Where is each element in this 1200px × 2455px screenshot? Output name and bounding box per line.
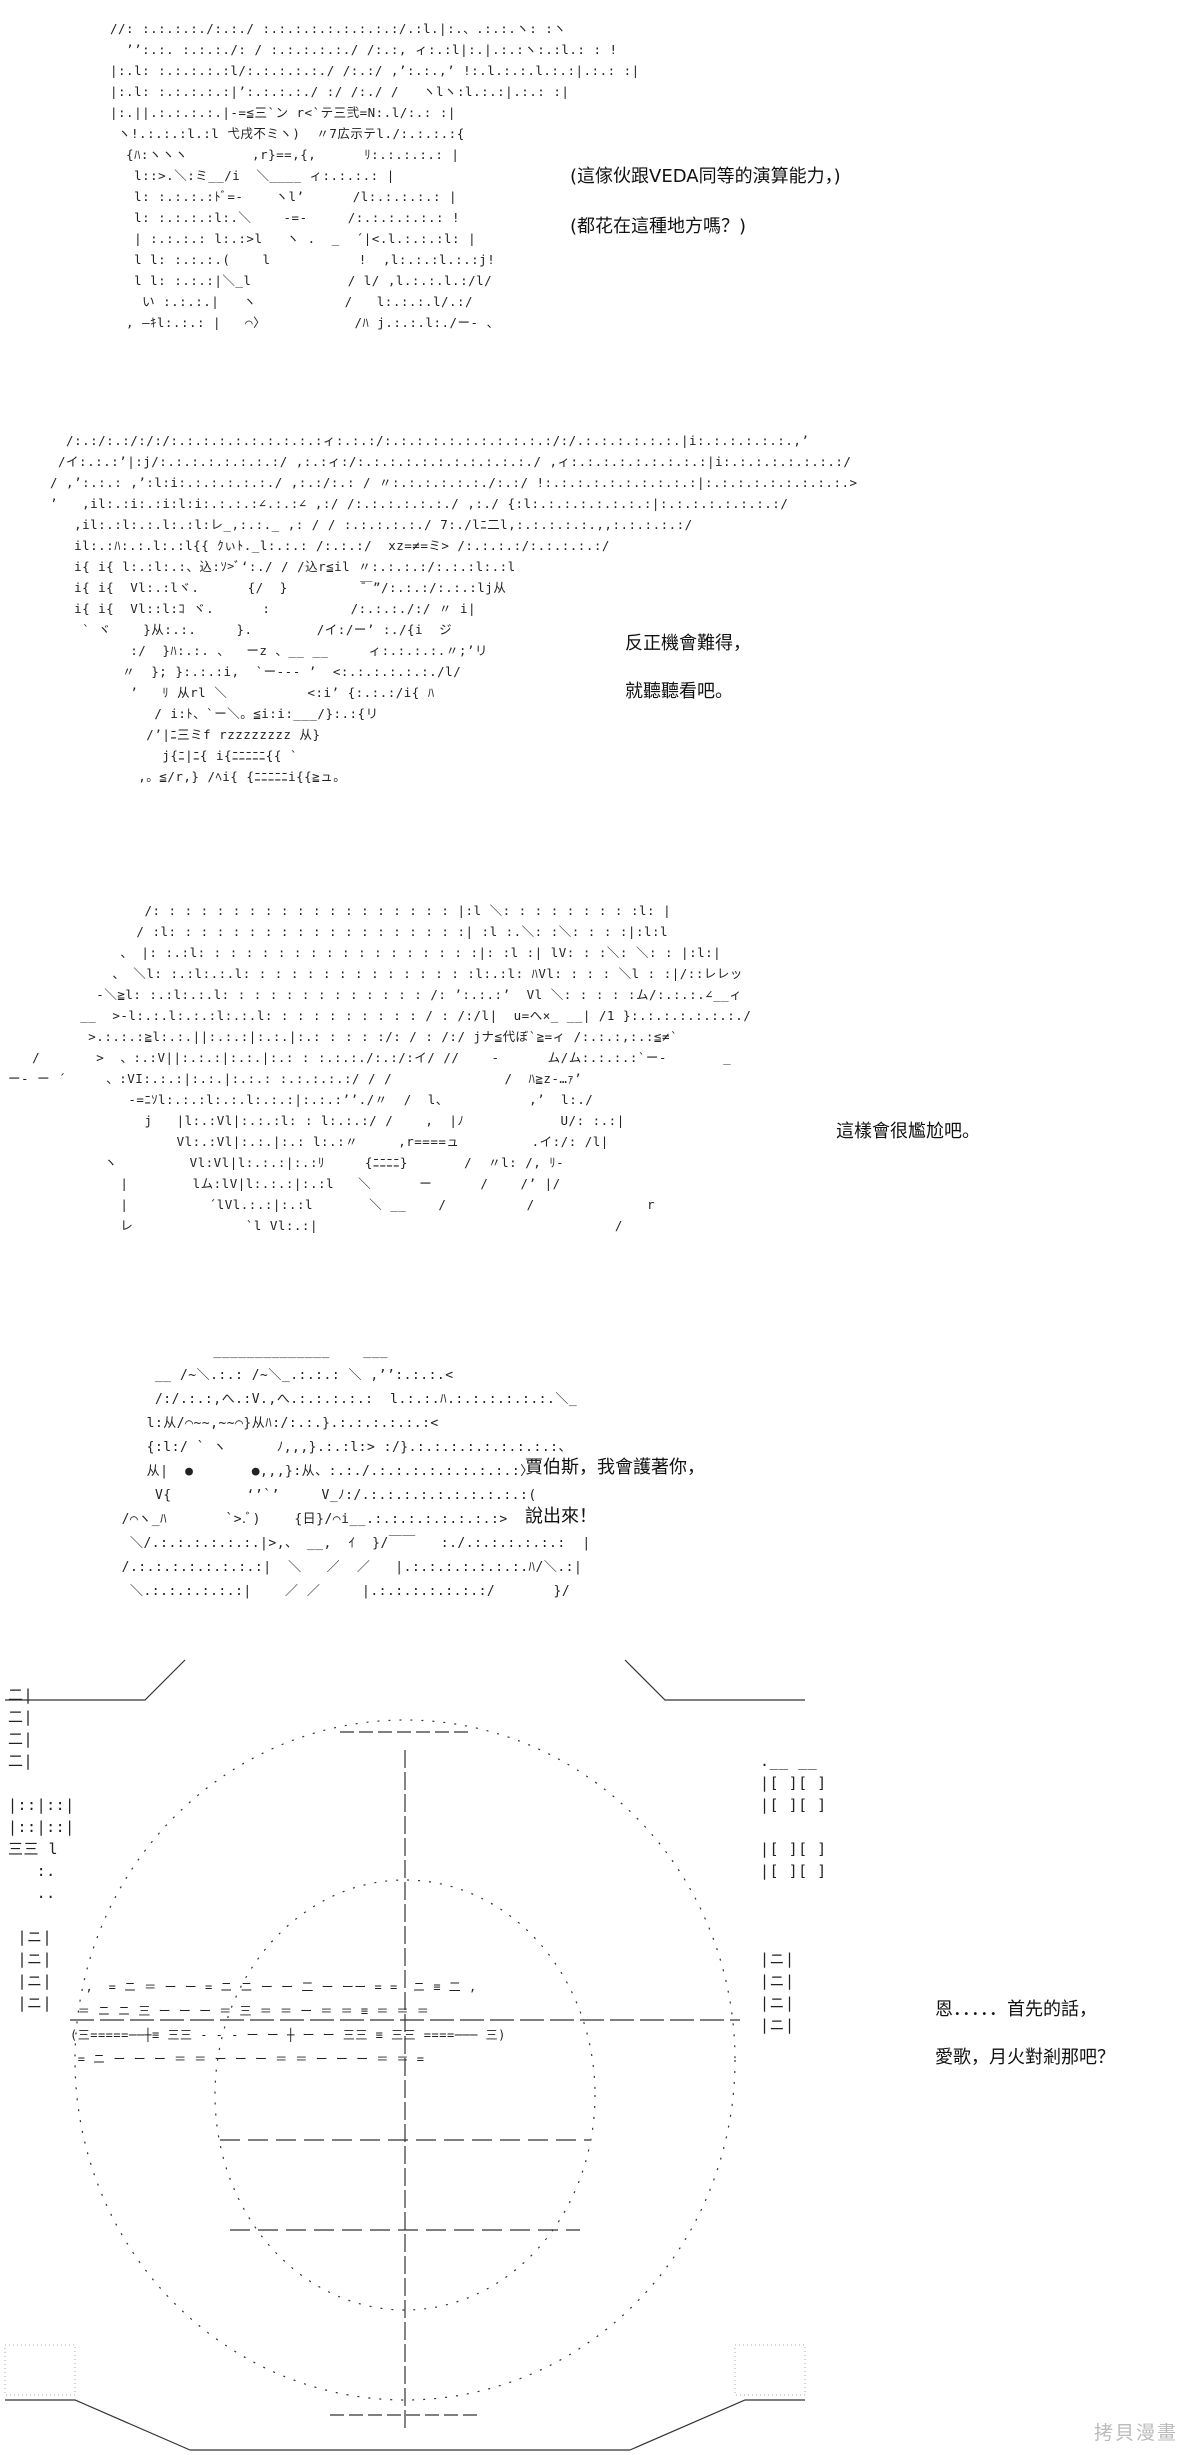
dialogue-line: 說出來！	[525, 1506, 597, 1527]
dotted-panel-left	[4, 2344, 76, 2396]
dialogue-line: (都花在這種地方嗎？)	[570, 216, 747, 237]
scope-gauge-left: 二| 二| 二| 二| |::|::| |::|::| 三三 l :. .. |…	[8, 1686, 75, 2012]
scope-reticle-drawing	[4, 1659, 806, 2451]
dialogue-line: 反正機會難得，	[625, 633, 751, 654]
frame-bottom-right	[629, 2399, 805, 2451]
dialogue-line: 這樣會很尷尬吧。	[836, 1121, 980, 1142]
ascii-art-character-3: /: : : : : : : : : : : : : : : : : : : |…	[8, 903, 752, 1233]
scope-gauge-right: .__ __ |[ ][ ] |[ ][ ] |[ ][ ] |[ ][ ] |…	[760, 1752, 827, 2034]
dialogue-line: 就聽聽看吧。	[625, 681, 733, 702]
dialogue-line: 恩．．．．．首先的話，	[935, 1999, 1097, 2020]
dialogue-line: (這傢伙跟VEDA同等的演算能力，)	[570, 166, 841, 187]
ascii-art-character-2: /:.:/:.:/:/:/:.:.:.:.:.:.:.:.:.:ィ:.:.:/:…	[50, 433, 858, 784]
dotted-panel-right	[734, 2344, 806, 2396]
watermark: 拷貝漫畫	[1093, 2422, 1178, 2444]
ascii-art-character-4: ______________ ___ __ /~＼.:.: /~＼_.:.:.:…	[121, 1344, 591, 1599]
scope-center-bands: , = ニ ＝ ー ー = ニ ニ ー ー 二 ー ーー = = ニ ≡ 二 ,…	[70, 1980, 506, 2066]
frame-bottom-left	[5, 2399, 191, 2451]
frame-top-left	[5, 1659, 186, 1701]
dialogue-line: 愛歌，月火對剎那吧？	[935, 2047, 1115, 2068]
frame-top-right	[624, 1659, 805, 1701]
dialogue-line: 賈伯斯，我會護著你，	[525, 1457, 705, 1478]
inner-ring	[214, 1879, 596, 2311]
outer-ring	[74, 1719, 736, 2401]
ascii-art-character-1: //: :.:.:.:./:.:./ :.:.:.:.:.:.:.:.:/.:l…	[110, 21, 640, 330]
